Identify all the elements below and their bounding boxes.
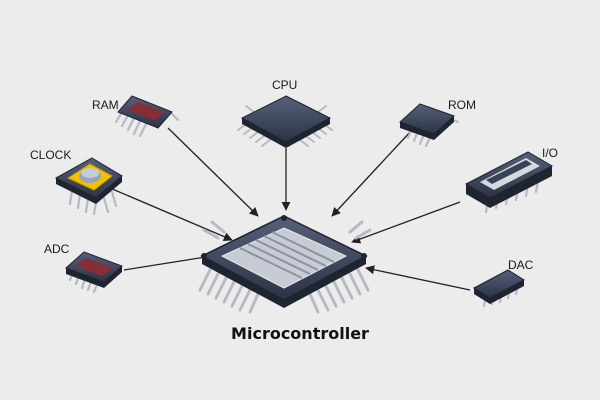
diagram-title: Microcontroller [231,324,369,343]
clock-chip [54,157,123,216]
rom-chip [399,103,460,148]
arrow-clock-to-mcu [109,187,233,241]
arrow-dac-to-mcu [365,265,471,291]
io-chip [464,151,554,214]
ram-label: RAM [92,98,119,112]
arrow-io-to-mcu [351,201,461,244]
arrow-ram-to-mcu [167,127,259,217]
connection-arrows [109,127,471,291]
clock-label: CLOCK [30,148,72,162]
ram-chip [114,95,180,138]
cpu-chip [237,95,333,148]
rom-label: ROM [448,98,476,112]
adc-chip [65,251,123,294]
microcontroller-chip [198,215,372,314]
dac-label: DAC [508,258,534,272]
adc-label: ADC [44,242,70,256]
io-label: I/O [542,146,559,160]
dac-chip [472,269,526,308]
cpu-label: CPU [272,78,298,92]
arrow-rom-to-mcu [331,129,413,217]
arrow-adc-to-mcu [123,252,213,271]
